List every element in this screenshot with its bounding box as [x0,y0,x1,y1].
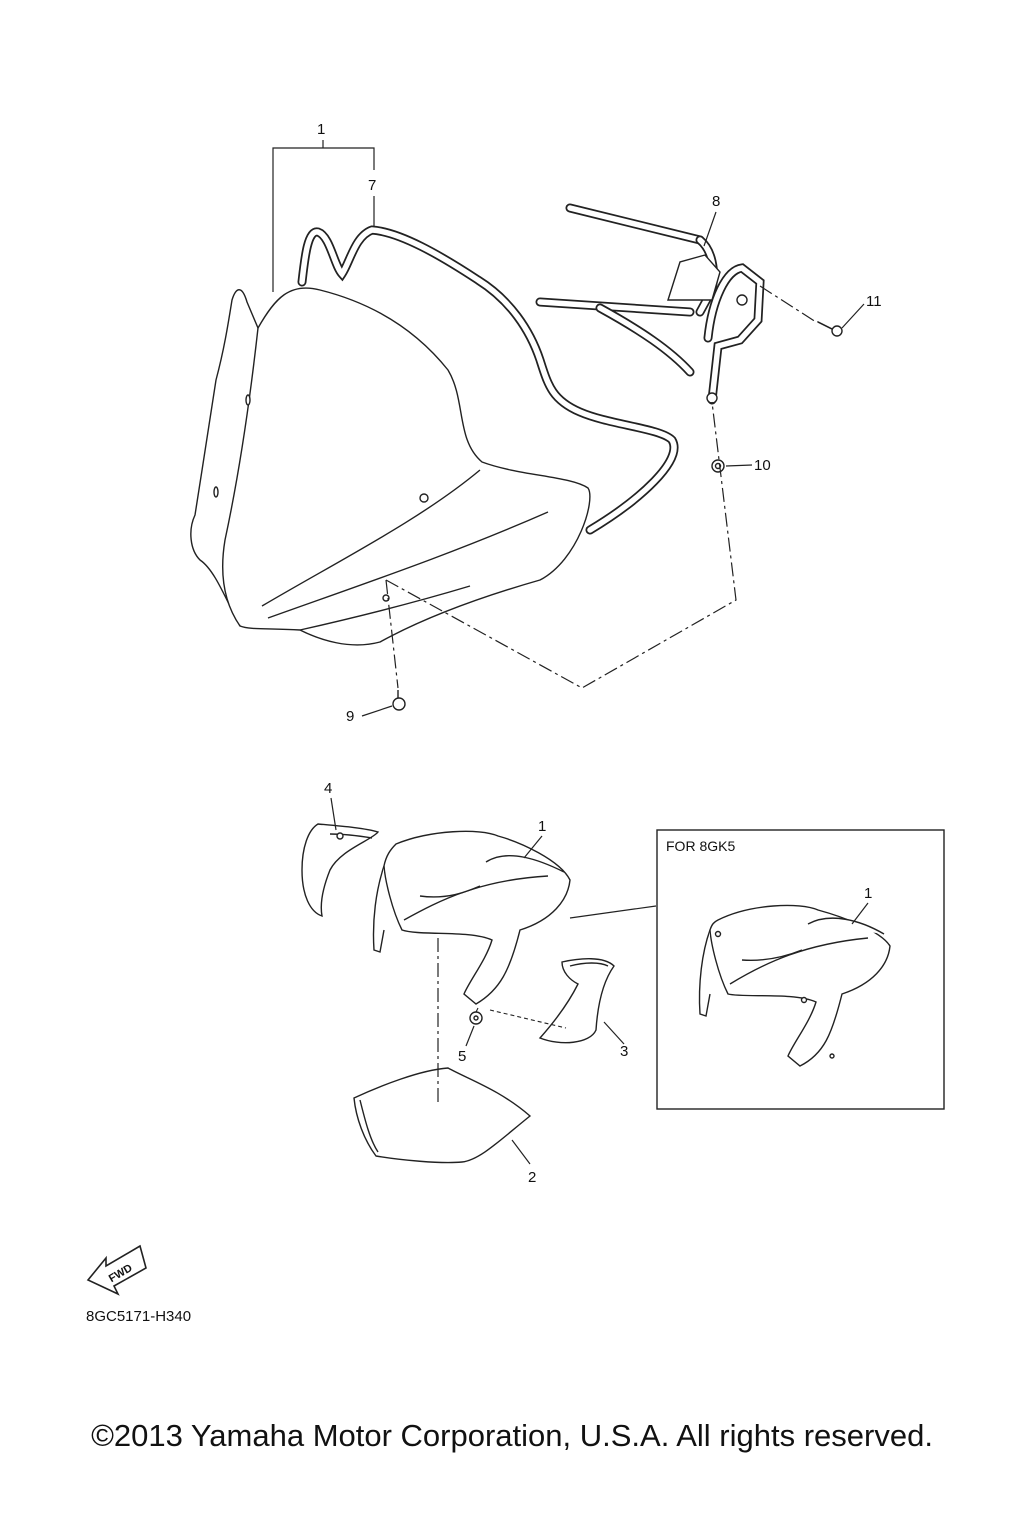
inset-title: FOR 8GK5 [666,838,735,854]
callout-5: 5 [458,1048,466,1065]
callout-9: 9 [346,708,354,725]
windscreen-trim [297,225,679,535]
windscreen [190,287,591,646]
inset-front-cowl [698,904,891,1067]
stay-bracket [535,203,765,405]
callout-inset-1: 1 [864,885,872,902]
grommet-5 [469,1011,483,1025]
front-cowl-1 [372,830,571,1005]
lens-2 [353,1067,532,1164]
side-cover-3 [538,958,615,1044]
callout-8: 8 [712,193,720,210]
fwd-arrow-icon: FWD [86,1244,147,1296]
side-panel-4 [301,823,380,918]
inset-box [656,829,945,1110]
callout-2: 2 [528,1169,536,1186]
callout-6: 1 [317,121,325,138]
bolt-11 [817,321,843,337]
copyright-notice: ©2013 Yamaha Motor Corporation, U.S.A. A… [91,1418,933,1453]
nut-10 [711,459,725,473]
callout-7: 7 [368,177,376,194]
screw-9 [392,690,406,711]
callout-11: 11 [866,293,882,310]
callout-4: 4 [324,780,332,797]
callout-3: 3 [620,1043,628,1060]
callout-10: 10 [754,457,771,474]
callout-1: 1 [538,818,546,835]
reference-code: 8GC5171-H340 [86,1308,192,1325]
callout-6-bracket [272,140,375,292]
